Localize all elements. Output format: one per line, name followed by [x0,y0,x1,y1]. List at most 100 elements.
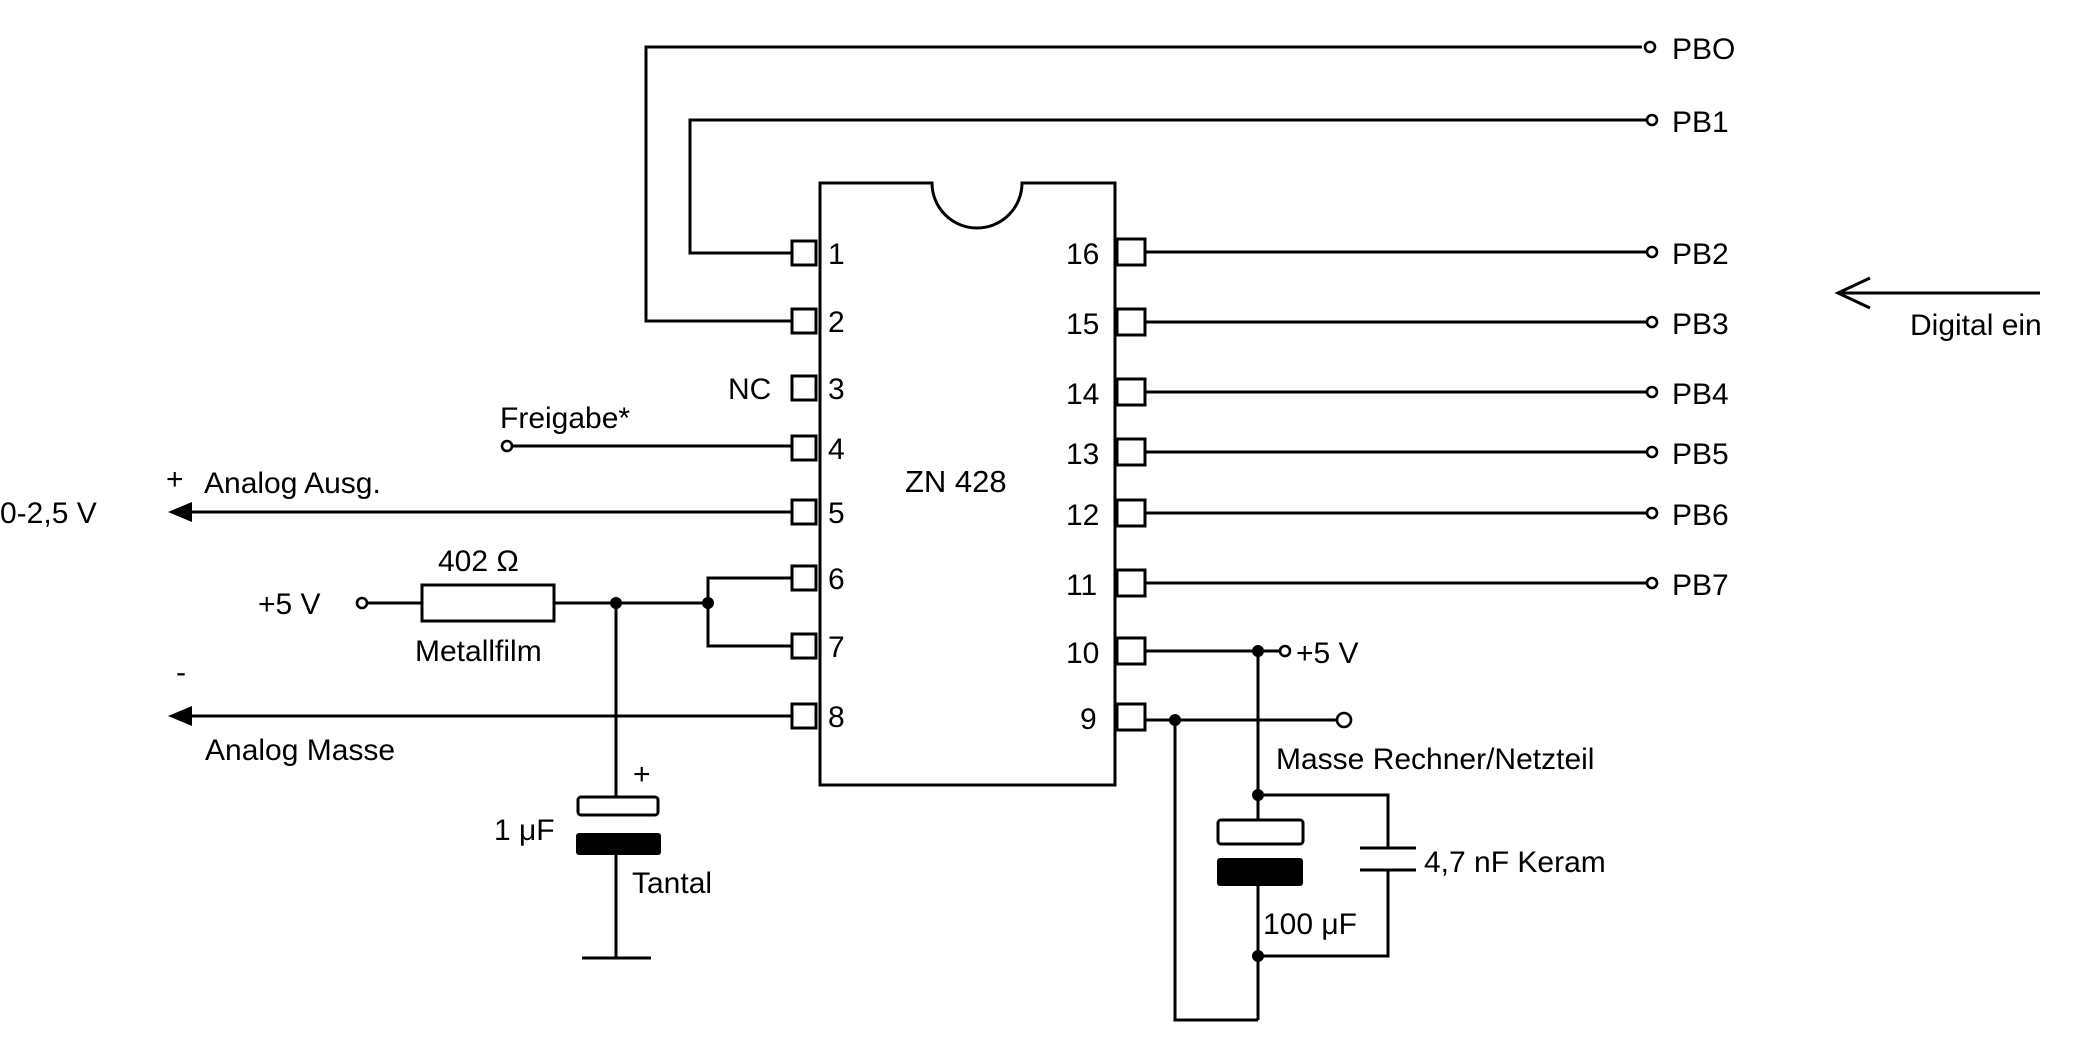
freigabe-label: Freigabe* [500,402,630,435]
pin-number: 7 [828,631,845,664]
terminal-plus5v-right [1278,644,1292,658]
digital-in-label: Digital ein [1910,309,2042,342]
port-label: PB4 [1672,378,1729,411]
nc-label: NC [728,373,771,406]
cap1-plus: + [633,758,651,791]
pin-7-pad [790,632,818,660]
wire-ceramic-bottom [1258,870,1390,958]
resistor [420,583,556,623]
port-label: PB5 [1672,438,1729,471]
chip-zn428: ZN 428 [818,181,1117,787]
out-range-label: 0-2,5 V [0,497,97,530]
wire-pb1 [688,118,1647,255]
cap2-plate-positive [1216,818,1305,846]
data-bus-wires [644,45,1647,585]
reference-network: +5 V 402 Ω Metallfilm [258,545,792,668]
cap1-plate-negative [576,833,661,855]
terminal-pb6 [1645,506,1659,520]
pin-8-pad [790,702,818,730]
minus-label: - [176,656,186,689]
cap1-type: Tantal [632,867,712,900]
right-pin-boxes [1115,237,1147,732]
port-label: PB2 [1672,238,1729,271]
pin-9-pad [1115,702,1147,732]
pin-number: 3 [828,373,845,406]
masse-label: Masse Rechner/Netzteil [1276,743,1594,776]
pin-number: 13 [1066,438,1099,471]
pin-number: 4 [828,433,845,466]
pin-number: 2 [828,306,845,339]
chip-outline [818,181,1117,787]
wire-ceramic-top [1258,793,1390,848]
terminal-pb5 [1645,445,1659,459]
freigabe-input: Freigabe* [500,402,792,453]
cap2-plate-negative [1217,858,1303,886]
port-label: PB7 [1672,569,1729,602]
left-pin-numbers: 1 2 3 4 5 6 7 8 [828,238,845,734]
chip-name: ZN 428 [905,464,1007,499]
pin-number: 5 [828,497,845,530]
tantalum-capacitor: + 1 μF Tantal [494,603,712,960]
pin-14-pad [1115,377,1147,407]
left-pin-boxes [790,239,818,730]
analog-ground: - Analog Masse [168,656,792,767]
terminal-pb7 [1645,576,1659,590]
port-label: PB1 [1672,106,1729,139]
pin-number: 16 [1066,238,1099,271]
pin-16-pad [1115,237,1147,267]
analog-out-plus: + [166,463,184,496]
terminal-plus5v-left [355,596,369,610]
pin-number: 8 [828,701,845,734]
analog-ground-label: Analog Masse [205,734,395,767]
wire-pbo [644,45,1642,323]
terminal-pbo [1643,40,1657,54]
pin-5-pad [790,498,818,526]
terminal-ground [1335,711,1353,729]
pin-number: 6 [828,563,845,596]
pin-number: 10 [1066,637,1099,670]
wire-pin7 [706,603,792,648]
pin-number: 11 [1066,569,1097,602]
terminal-pb4 [1645,385,1659,399]
supply-left-label: +5 V [258,588,321,621]
terminal-pb2 [1645,245,1659,259]
pin-4-pad [790,434,818,462]
supply-decoupling: +5 V Masse Rechner/Netzteil 100 μF 4,7 n… [1145,637,1606,1022]
port-label: PB3 [1672,308,1729,341]
port-label: PBO [1672,33,1735,66]
pin-number: 9 [1080,703,1097,736]
pin-number: 14 [1066,378,1099,411]
terminal-pb1 [1645,113,1659,127]
arrow-left-icon [168,706,192,726]
resistor-type: Metallfilm [415,635,542,668]
cap1-plate-positive [576,795,660,817]
ceramic-label: 4,7 nF Keram [1424,846,1606,879]
supply-right-label: +5 V [1296,637,1359,670]
cap2-value: 100 μF [1263,908,1357,941]
analog-output: 0-2,5 V + Analog Ausg. [0,463,792,530]
pin-3-pad [790,374,818,402]
pin-1-pad [790,239,818,267]
pin-12-pad [1115,498,1147,528]
pin-10-pad [1115,636,1147,666]
pin-11-pad [1115,568,1147,598]
cap1-value: 1 μF [494,814,555,847]
terminal-pb3 [1645,315,1659,329]
arrow-left-icon [168,502,192,522]
arrow-left-icon [1834,276,1871,310]
analog-out-label: Analog Ausg. [204,467,381,500]
resistor-value: 402 Ω [438,545,519,578]
wire-ground-loop [1173,720,1258,1022]
pin-2-pad [790,307,818,335]
digital-input-arrow: Digital ein [1834,276,2042,342]
port-labels: PBO PB1 PB2 PB3 PB4 PB5 PB6 PB7 [1672,33,1735,602]
pin-number: 12 [1066,499,1099,532]
pin-15-pad [1115,307,1147,337]
pin-number: 15 [1066,308,1099,341]
wire-pin6 [706,576,792,603]
pin-number: 1 [828,238,845,271]
pin-13-pad [1115,437,1147,467]
pin-6-pad [790,564,818,592]
port-terminals [1643,40,1659,590]
